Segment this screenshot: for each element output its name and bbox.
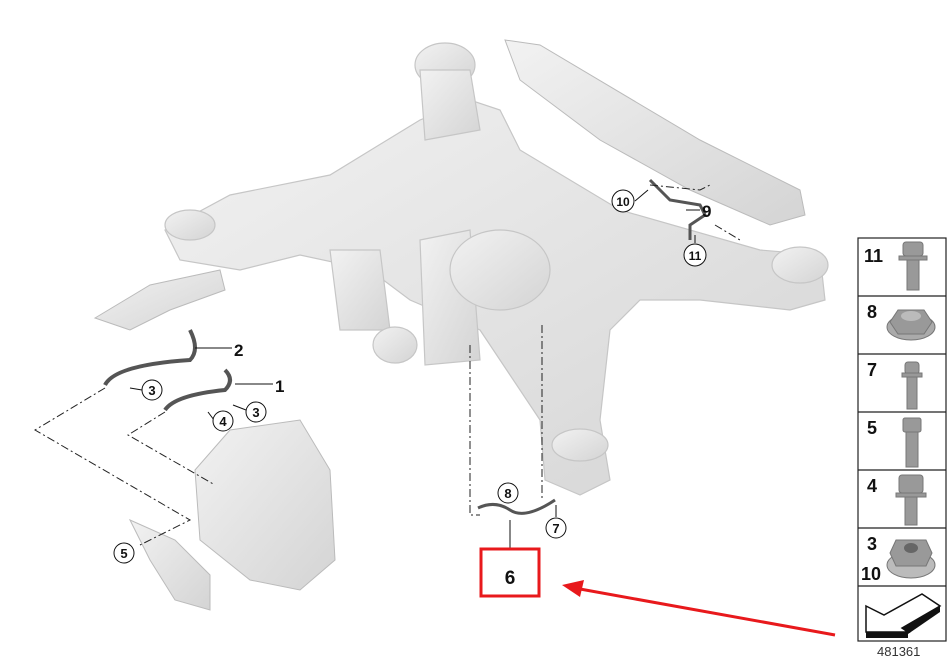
legend-number-10: 10 xyxy=(861,564,881,584)
heat-shield xyxy=(504,39,806,226)
legend-number-4: 4 xyxy=(867,476,877,496)
svg-text:3: 3 xyxy=(148,383,155,398)
callout-10: 10 xyxy=(611,189,635,213)
highlight-box xyxy=(479,547,541,598)
svg-text:10: 10 xyxy=(616,195,630,209)
reference-number: 481361 xyxy=(877,644,920,659)
transfer-case xyxy=(194,419,336,591)
callout-6[interactable]: 6 xyxy=(505,568,516,589)
legend-number-8: 8 xyxy=(867,302,877,322)
direction-arrow-icon xyxy=(865,593,942,638)
callout-11: 11 xyxy=(683,243,707,267)
svg-text:11: 11 xyxy=(689,249,702,263)
svg-text:4: 4 xyxy=(219,414,227,429)
svg-text:8: 8 xyxy=(504,486,511,501)
callout-2: 2 xyxy=(234,341,243,360)
callout-7: 7 xyxy=(545,517,567,539)
red-pointer-arrow-icon xyxy=(562,580,836,637)
hex-bolt-icon xyxy=(902,417,922,468)
flange-lock-nut-icon xyxy=(886,309,936,341)
vent-hose-1 xyxy=(163,368,232,412)
rear-subframe xyxy=(164,42,829,496)
leader-lines xyxy=(129,189,700,548)
callout-3a: 3 xyxy=(141,379,163,401)
bracket-5 xyxy=(128,518,211,611)
svg-text:3: 3 xyxy=(252,405,259,420)
fastener-legend-panel xyxy=(857,237,947,642)
svg-text:7: 7 xyxy=(552,521,559,536)
torx-bolt-icon xyxy=(901,361,923,410)
legend-number-3: 3 xyxy=(867,534,877,554)
legend-number-11: 11 xyxy=(864,246,883,266)
callout-9: 9 xyxy=(702,202,711,221)
heat-shield-left xyxy=(93,269,226,331)
callout-3b: 3 xyxy=(245,401,267,423)
callout-8: 8 xyxy=(497,482,519,504)
legend-number-5: 5 xyxy=(867,418,877,438)
callout-4: 4 xyxy=(212,410,234,432)
callout-1: 1 xyxy=(275,377,284,396)
vent-hose-9 xyxy=(648,178,707,240)
vent-hose-6 xyxy=(477,498,556,515)
assembly-lines xyxy=(34,184,741,546)
hex-flange-bolt-icon xyxy=(895,474,927,526)
hex-flange-nut-icon xyxy=(886,539,936,579)
legend-number-7: 7 xyxy=(867,360,877,380)
flange-bolt-icon xyxy=(898,241,928,291)
vent-hose-2 xyxy=(103,329,197,387)
callout-5: 5 xyxy=(113,542,135,564)
svg-text:5: 5 xyxy=(120,546,127,561)
